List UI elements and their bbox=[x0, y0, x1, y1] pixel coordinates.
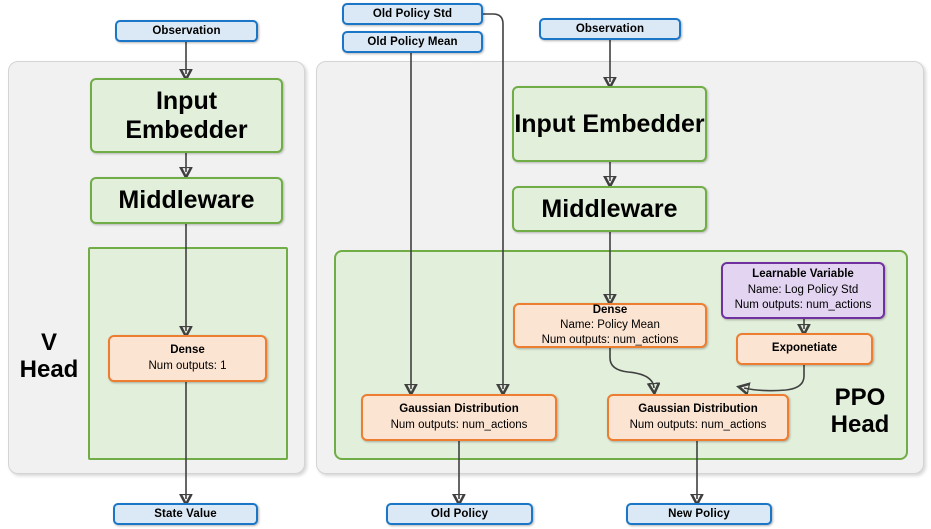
dense-policy-mean-title: Dense bbox=[592, 303, 628, 316]
ppo-head-label-line1: PPO bbox=[834, 384, 886, 411]
output-old-policy[interactable]: Old Policy bbox=[386, 503, 533, 525]
learnable-variable-name: Name: Log Policy Std bbox=[747, 283, 859, 296]
v-head-label: V Head bbox=[14, 329, 84, 384]
output-new-policy[interactable]: New Policy bbox=[626, 503, 772, 525]
output-state-value[interactable]: State Value bbox=[113, 503, 258, 525]
input-observation-left[interactable]: Observation bbox=[115, 20, 258, 42]
input-observation-right[interactable]: Observation bbox=[539, 18, 681, 40]
dense-policy-mean-outputs: Num outputs: num_actions bbox=[541, 334, 679, 347]
ppo-head-label-line2: Head bbox=[830, 410, 890, 438]
v-head-middleware[interactable]: Middleware bbox=[90, 177, 283, 224]
ppo-head-label: PPO Head bbox=[820, 384, 900, 439]
learnable-variable-outputs: Num outputs: num_actions bbox=[734, 299, 872, 312]
dense-policy-mean-name: Name: Policy Mean bbox=[560, 318, 660, 331]
ppo-head-middleware[interactable]: Middleware bbox=[512, 186, 707, 232]
gaussian-old-outputs: Num outputs: num_actions bbox=[390, 418, 528, 431]
ppo-head-input-embedder[interactable]: Input Embedder bbox=[512, 86, 707, 162]
v-head-dense-outputs: Num outputs: 1 bbox=[148, 359, 227, 372]
v-head-label-line1: V bbox=[40, 329, 57, 356]
exponetiate-title: Exponetiate bbox=[771, 342, 838, 355]
input-old-policy-mean[interactable]: Old Policy Mean bbox=[342, 31, 483, 53]
gaussian-new-outputs: Num outputs: num_actions bbox=[629, 418, 767, 431]
v-head-dense-title: Dense bbox=[170, 344, 205, 357]
v-head-dense[interactable]: Dense Num outputs: 1 bbox=[108, 335, 267, 382]
learnable-variable-title: Learnable Variable bbox=[752, 268, 854, 281]
ppo-head-gaussian-old[interactable]: Gaussian Distribution Num outputs: num_a… bbox=[361, 394, 557, 441]
gaussian-new-title: Gaussian Distribution bbox=[638, 403, 758, 416]
ppo-head-dense-policy-mean[interactable]: Dense Name: Policy Mean Num outputs: num… bbox=[513, 303, 707, 348]
input-old-policy-std[interactable]: Old Policy Std bbox=[342, 3, 483, 25]
v-head-input-embedder[interactable]: Input Embedder bbox=[90, 78, 283, 153]
gaussian-old-title: Gaussian Distribution bbox=[399, 403, 519, 416]
ppo-head-exponetiate[interactable]: Exponetiate bbox=[736, 333, 873, 365]
ppo-head-gaussian-new[interactable]: Gaussian Distribution Num outputs: num_a… bbox=[607, 394, 789, 441]
v-head-label-line2: Head bbox=[19, 355, 79, 383]
ppo-head-learnable-variable[interactable]: Learnable Variable Name: Log Policy Std … bbox=[721, 262, 885, 319]
